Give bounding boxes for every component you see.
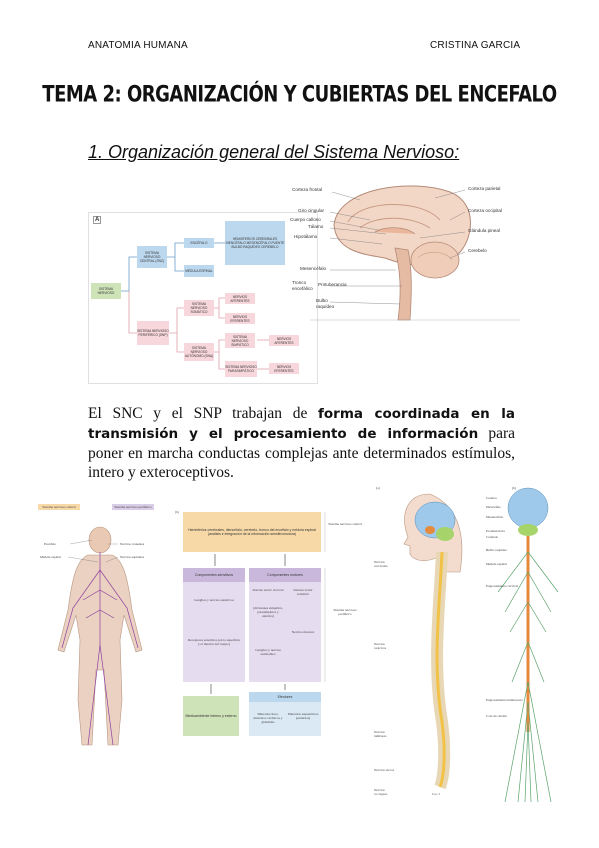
- label-nervios-cervicales: Nervios cervicales: [374, 560, 388, 568]
- label-giro-cingular: Giro cingular: [298, 208, 325, 213]
- nervous-system-flow-diagram: (b) Hemisferios cerebrales, diencéfalo, …: [175, 508, 365, 740]
- label-motor-visceral: Sistema motor visceral: [252, 588, 284, 592]
- figure-letter: A: [93, 216, 102, 224]
- label-glandula-pineal: Glándula pineal: [468, 228, 500, 233]
- page-title: TEMA 2: ORGANIZACIÓN Y CUBIERTAS DEL ENC…: [42, 81, 557, 108]
- label-talamo: Tálamo: [308, 224, 324, 229]
- label-musculos-lisos: Músculos lisos, músculos cardíacos y glá…: [253, 712, 283, 724]
- label-snc: Sistema nervioso central: [38, 504, 80, 510]
- box-eferentes-2: NERVIOS EFERENTES: [269, 363, 299, 374]
- label-nervios-toracicos: Nervios torácicos: [374, 642, 387, 650]
- header-left: ANATOMIA HUMANA: [88, 40, 188, 51]
- label-encefalo: Encéfalo: [44, 542, 57, 546]
- label-mesencefalo: Mesencéfalo: [300, 266, 327, 271]
- box-efectores: Efectores: [249, 692, 321, 702]
- label-motor-somatico: Sistema motor somático: [293, 588, 313, 596]
- box-medioambiente: Medioambiente interno y externo: [183, 696, 239, 736]
- label-nervios-sacros: Nervios sacros: [374, 768, 395, 772]
- brain-sagittal-figure: Corteza frontal Giro cingular Cuerpo cal…: [290, 180, 520, 395]
- box-aferentes-2: NERVIOS AFERENTES: [269, 335, 299, 346]
- efectores-panel: [249, 702, 321, 736]
- human-body-drawing: [57, 526, 143, 746]
- label-cerebelo-spine: Cerebelo: [486, 535, 499, 539]
- label-hipotalamo: Hipotálamo: [294, 234, 318, 239]
- label-nervios-coccigeos: Nervios coccígeos: [374, 788, 388, 796]
- label-corteza-parietal: Corteza parietal: [468, 186, 501, 191]
- figure-letter-a: (a): [376, 486, 380, 490]
- figure-letter-b: (b): [175, 510, 179, 514]
- label-diencefalo: Diencéfalo: [486, 505, 501, 509]
- diagram-connectors: [121, 242, 269, 370]
- nervous-system-organization-diagram: A SISTEMA NERVIOSO SISTEMA NERVIOSO CENT…: [88, 212, 318, 384]
- box-motores: Componentes motores: [249, 568, 321, 582]
- label-snp-side: Sistema nervioso periférico: [333, 608, 357, 616]
- label-corteza-frontal: Corteza frontal: [292, 187, 323, 192]
- paragraph-text-2: para poner en marcha conductas complejas…: [88, 425, 516, 481]
- label-cerebro: Cerebro: [486, 496, 497, 500]
- label-cuerpo-calloso: Cuerpo calloso: [290, 217, 321, 222]
- figure-letter-b-spine: (b): [512, 486, 516, 490]
- box-eferentes: NERVIOS EFERENTES: [225, 313, 255, 324]
- label-cerebelo: Cerebelo: [468, 248, 487, 253]
- label-nervios-craneales: Nervios craneales: [120, 542, 145, 546]
- label-protuberancia: Protuberancia: [318, 282, 347, 287]
- label-bulbo-raquideo: Bulbo raquídeo: [316, 298, 335, 309]
- label-ganglios-sensitivos: Ganglios y nervios sensitivos: [194, 598, 234, 602]
- box-snp: SISTEMA NERVIOSO PERIFÉRICO (SNP): [137, 321, 169, 345]
- paragraph-text-1: El SNC y el SNP trabajan de: [88, 405, 319, 422]
- box-autonomo: SISTEMA NERVIOSO AUTÓNOMO (SNA): [184, 343, 214, 361]
- label-receptores: Receptores sensitivos (en la superficie …: [188, 638, 240, 646]
- label-nervios-motores: Nervios motores: [291, 630, 315, 634]
- label-engrosamiento-lumbosacro: Engrosamiento lumbosacro: [486, 698, 524, 702]
- box-sensitivos: Componentes sensitivos: [183, 568, 245, 582]
- label-nervios-espinales: Nervios espinales: [120, 555, 145, 559]
- section-heading: 1. Organización general del Sistema Nerv…: [88, 142, 460, 162]
- label-ganglios-autonomos: Ganglios y nervios autónomos: [255, 648, 281, 656]
- body-paragraph: El SNC y el SNP trabajan de forma coordi…: [88, 404, 515, 482]
- human-body-nervous-figure: Sistema nervioso central Sistema nervios…: [28, 500, 173, 750]
- box-parasimpatico: SISTEMA NERVIOSO PARASIMPÁTICO: [225, 361, 257, 377]
- sensitivos-panel: [183, 582, 245, 682]
- box-simpatico: SISTEMA NERVIOSO SIMPÁTICO: [225, 333, 255, 348]
- label-tronco-encefalico: Tronco encefálico: [292, 280, 313, 291]
- label-snc-side: Sistema nervioso central: [328, 522, 362, 526]
- box-snc: SISTEMA NERVIOSO CENTRAL (SNC): [137, 246, 167, 268]
- motores-panel: [249, 582, 321, 682]
- box-medula: MÉDULA ESPINAL: [184, 265, 214, 277]
- label-nervios-lumbares: Nervios lumbares: [374, 730, 387, 738]
- box-sistema-nervioso: SISTEMA NERVIOSO: [91, 283, 121, 299]
- label-coc: Coc 1: [432, 792, 441, 796]
- label-protuberancia-spine: Protuberancia: [486, 529, 505, 533]
- spine-drawing: [403, 487, 559, 803]
- label-medula: Médula espinal: [40, 555, 61, 559]
- label-mesencefalo-spine: Mesencéfalo: [486, 515, 504, 519]
- box-aferentes: NERVIOS AFERENTES: [225, 293, 255, 304]
- box-encefalo-list: HEMISFERIOS CEREBRALES DIENCÉFALO MESENC…: [225, 221, 285, 265]
- label-engrosamiento-cervical: Engrosamiento cervical: [486, 584, 519, 588]
- label-divisiones: (divisiones simpática, parasimpática y e…: [253, 606, 283, 618]
- paragraph-bold: forma coordinada en la transmisión y el …: [88, 406, 516, 442]
- header-right: CRISTINA GARCIA: [430, 40, 521, 51]
- brain-drawing: [310, 185, 520, 321]
- label-snp: Sistema nervioso periférico: [112, 504, 154, 510]
- label-medula-spine: Médula espinal: [486, 562, 507, 566]
- label-corteza-occipital: Corteza occipital: [468, 208, 502, 213]
- box-snc-components: Hemisferios cerebrales, diencéfalo, cere…: [183, 512, 321, 552]
- box-encefalo: ENCÉFALO: [184, 238, 214, 248]
- flow-arrows: [210, 512, 326, 694]
- label-bulbo-spine: Bulbo raquídeo: [486, 548, 507, 552]
- box-somatico: SISTEMA NERVIOSO SOMÁTICO: [184, 300, 214, 316]
- label-musculos-esqueleticos: Músculos esqueléticos (estriados): [287, 712, 319, 720]
- spinal-cord-figure: (a) (b) Cerebro Diencéfalo Mesencéfalo P…: [370, 482, 570, 807]
- label-cola-de-caballo: Cola de caballo: [486, 714, 508, 718]
